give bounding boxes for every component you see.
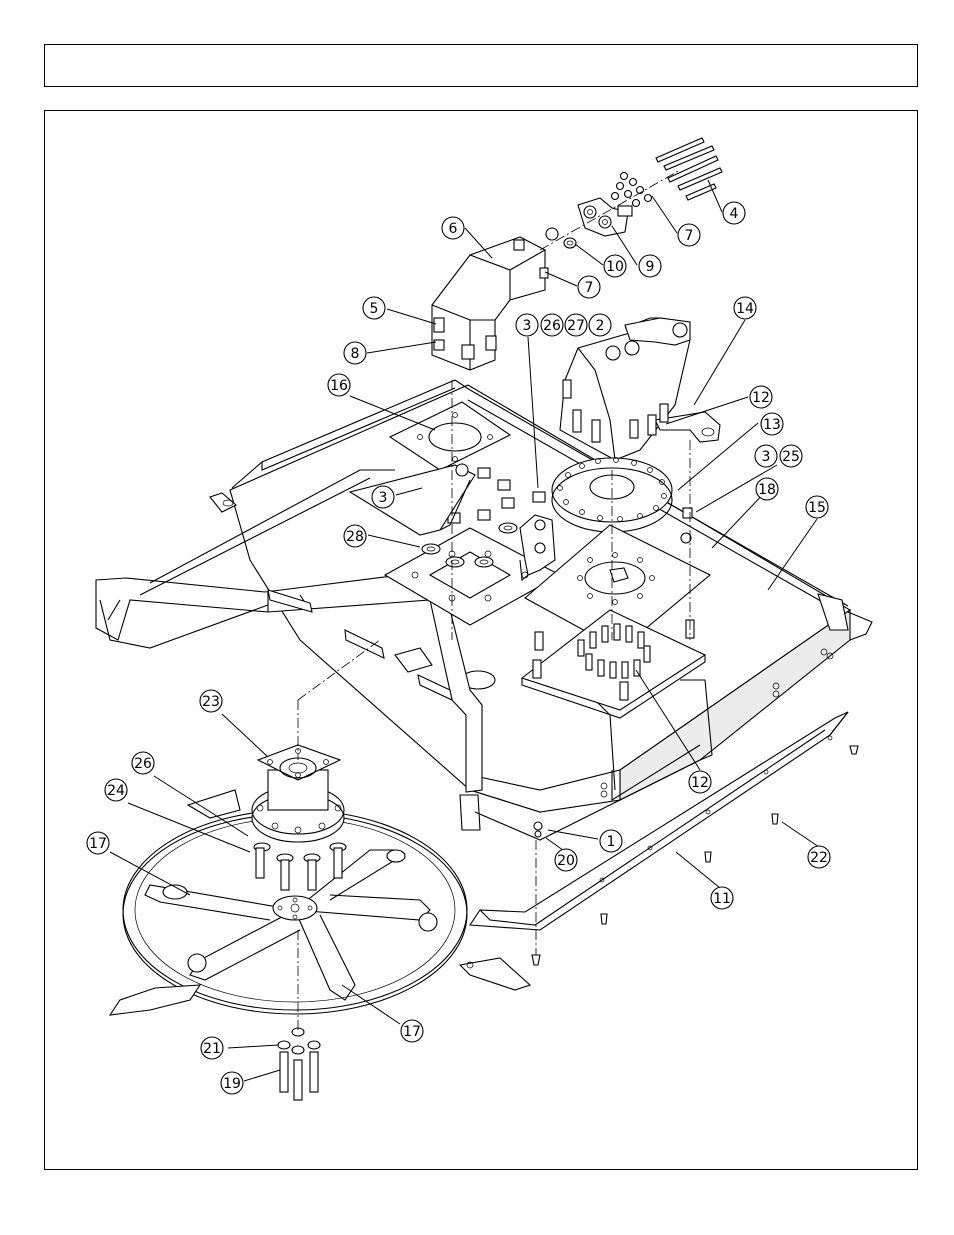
header-title-box — [44, 44, 918, 87]
callout-10: 10 — [603, 254, 627, 278]
callout-label: 7 — [585, 280, 594, 296]
callout-label: 23 — [202, 694, 220, 710]
callout-label: 26 — [134, 756, 152, 772]
callout-25: 25 — [779, 444, 803, 468]
callout-label: 12 — [691, 775, 709, 791]
blade-disc — [108, 789, 532, 1016]
callout-14: 14 — [733, 296, 757, 320]
callout-label: 3 — [762, 449, 771, 465]
hydraulic-motor — [545, 197, 633, 249]
callout-label: 26 — [543, 318, 561, 334]
callout-label: 19 — [223, 1076, 241, 1092]
callout-label: 3 — [379, 490, 388, 506]
callout-label: 10 — [606, 259, 624, 275]
callout-15: 15 — [805, 495, 829, 519]
callout-label: 17 — [403, 1024, 421, 1040]
callout-label: 5 — [370, 301, 379, 317]
gasket-plate-16 — [388, 401, 512, 471]
callout-3: 3 — [371, 485, 395, 509]
callout-11: 11 — [710, 886, 734, 910]
gearbox — [431, 236, 549, 371]
callout-label: 9 — [646, 259, 655, 275]
callout-20: 20 — [554, 848, 578, 872]
hitch-bracket — [559, 317, 721, 461]
callout-3: 3 — [754, 444, 778, 468]
callout-label: 25 — [782, 449, 800, 465]
callout-label: 3 — [523, 318, 532, 334]
callout-label: 28 — [346, 529, 364, 545]
fasteners-1-20 — [531, 821, 543, 966]
callout-5: 5 — [362, 296, 386, 320]
callout-9: 9 — [638, 254, 662, 278]
callout-27: 27 — [564, 313, 588, 337]
callout-2: 2 — [588, 313, 612, 337]
callout-label: 22 — [810, 850, 828, 866]
skid-shoe — [469, 711, 859, 931]
mount-plate-left — [383, 467, 562, 626]
callout-19: 19 — [220, 1071, 244, 1095]
callout-3: 3 — [515, 313, 539, 337]
callout-label: 21 — [203, 1041, 221, 1057]
callout-17: 17 — [400, 1019, 424, 1043]
callout-12: 12 — [749, 385, 773, 409]
callout-28: 28 — [343, 524, 367, 548]
callout-4: 4 — [722, 201, 746, 225]
callout-label: 18 — [758, 482, 776, 498]
callout-label: 16 — [330, 378, 348, 394]
callout-label: 11 — [713, 891, 731, 907]
hinge-bracket — [519, 514, 556, 582]
callout-label: 6 — [449, 221, 458, 237]
lower-bolts — [277, 1027, 321, 1101]
spindle-hub — [251, 744, 347, 891]
callout-24: 24 — [104, 778, 128, 802]
callout-label: 7 — [685, 228, 694, 244]
diagram-frame — [44, 110, 918, 1170]
callout-6: 6 — [441, 216, 465, 240]
callout-label: 20 — [557, 853, 575, 869]
callout-13: 13 — [760, 412, 784, 436]
bracket-plate — [348, 463, 476, 536]
callout-12: 12 — [688, 770, 712, 794]
callout-label: 8 — [351, 346, 360, 362]
callout-label: 1 — [607, 834, 616, 850]
center-lines — [297, 169, 691, 1030]
callout-label: 24 — [107, 783, 125, 799]
stud-plate-12 — [520, 609, 707, 719]
callout-label: 13 — [763, 417, 781, 433]
callout-26: 26 — [131, 751, 155, 775]
callout-18: 18 — [755, 477, 779, 501]
callout-7: 7 — [677, 223, 701, 247]
callout-label: 15 — [808, 500, 826, 516]
callout-17: 17 — [86, 831, 110, 855]
callout-22: 22 — [807, 845, 831, 869]
callout-label: 27 — [567, 318, 585, 334]
callout-8: 8 — [343, 341, 367, 365]
bolts-group-4 — [610, 137, 723, 208]
callout-23: 23 — [199, 689, 223, 713]
callout-label: 2 — [596, 318, 605, 334]
callout-label: 4 — [730, 206, 739, 222]
leader-lines — [109, 179, 820, 1082]
callout-label: 17 — [89, 836, 107, 852]
callout-7: 7 — [577, 275, 601, 299]
callout-16: 16 — [327, 373, 351, 397]
callout-21: 21 — [200, 1036, 224, 1060]
callout-label: 14 — [736, 301, 754, 317]
callout-label: 12 — [752, 390, 770, 406]
callout-26: 26 — [540, 313, 564, 337]
callout-1: 1 — [599, 829, 623, 853]
